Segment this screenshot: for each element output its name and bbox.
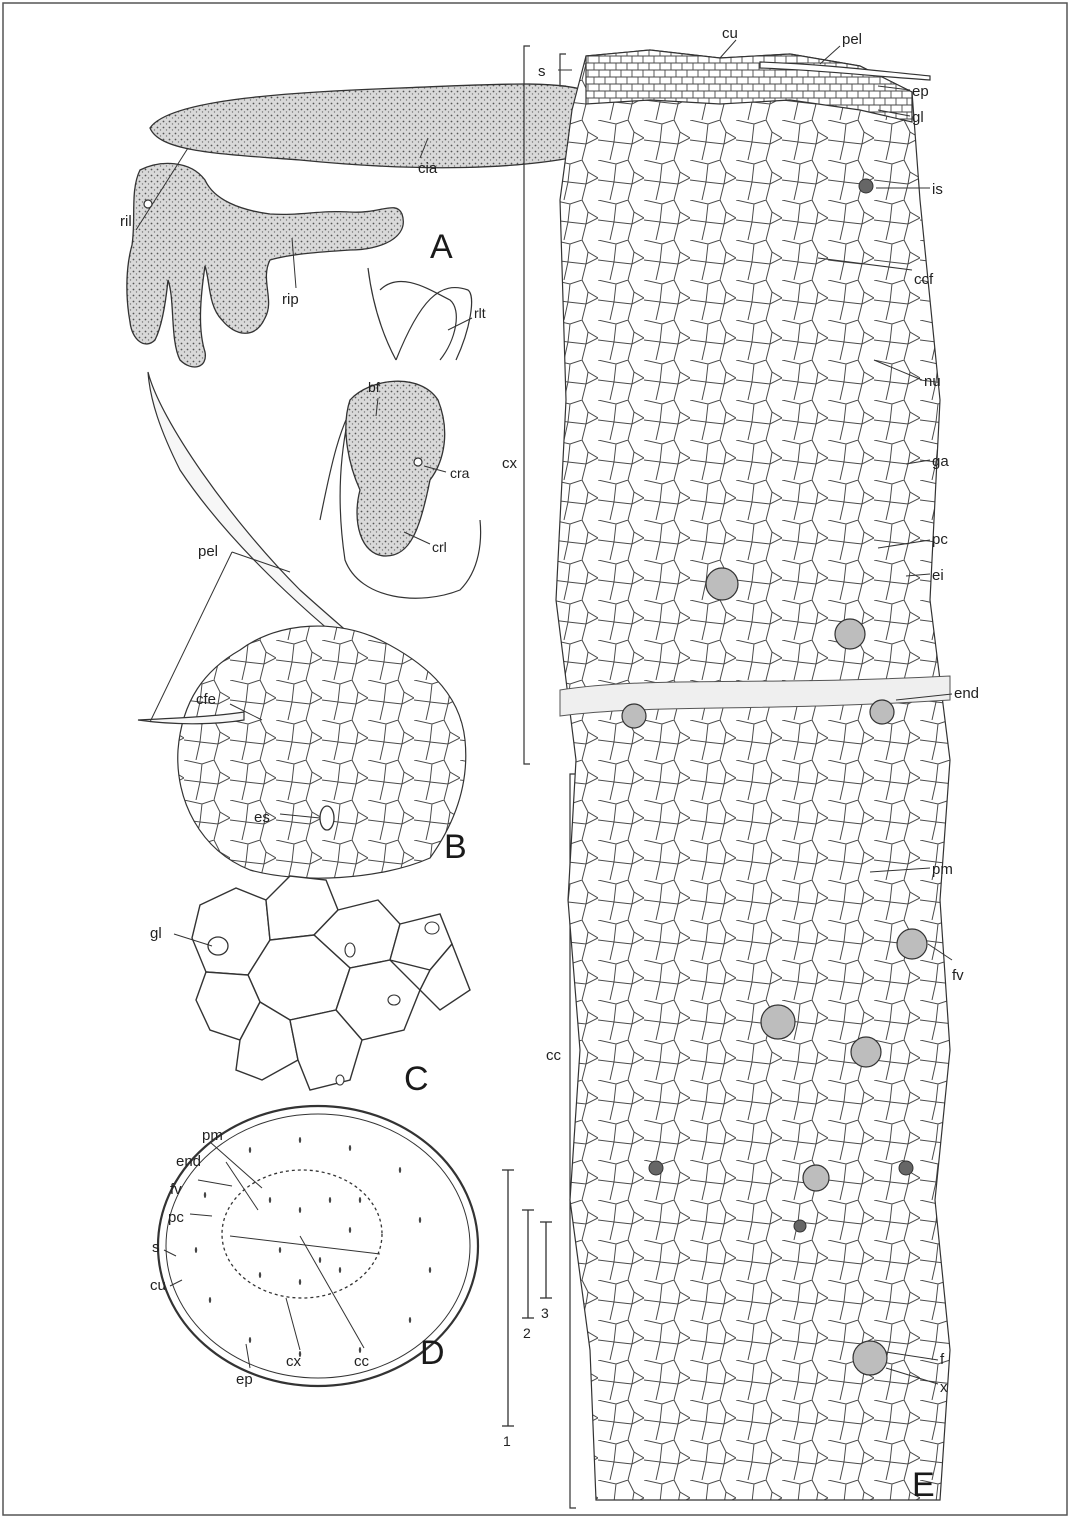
scale-bar-3-label: 3 <box>541 1305 549 1321</box>
label-es: es <box>254 809 270 826</box>
panel-letter-a: A <box>430 228 453 266</box>
label-cia: cia <box>418 160 438 177</box>
seedling-corm <box>346 381 445 556</box>
label-ei: ei <box>932 567 944 584</box>
panel-letter-c: C <box>404 1060 429 1098</box>
panel-c: gl C <box>150 876 470 1098</box>
label-cu-e: cu <box>722 25 738 42</box>
label-ga: ga <box>932 453 949 470</box>
panel-letter-d: D <box>420 1334 445 1372</box>
label-cx-d: cx <box>286 1353 302 1370</box>
label-ep-e: ep <box>912 83 929 100</box>
label-cc-d: cc <box>354 1353 370 1370</box>
label-cu-d: cu <box>150 1277 166 1294</box>
seedling-drawing: rlt bf cra crl <box>320 268 486 598</box>
panel-letter-b: B <box>444 828 467 866</box>
label-fv-e: fv <box>952 967 964 984</box>
panel-a: cia ril rip A <box>120 84 607 367</box>
scale-bar-1-label: 1 <box>503 1433 511 1449</box>
label-rlt: rlt <box>474 305 486 321</box>
label-pm-e: pm <box>932 861 953 878</box>
label-s-d: s <box>152 1239 160 1256</box>
label-cx-e: cx <box>502 455 518 472</box>
label-nu: nu <box>924 373 941 390</box>
label-cc-e: cc <box>546 1047 562 1064</box>
label-is: is <box>932 181 943 198</box>
panel-letter-e: E <box>912 1466 935 1504</box>
scale-bars <box>502 1170 552 1426</box>
label-pel-e: pel <box>842 31 862 48</box>
panel-d: pm end fv pc s cu ep cx cc D <box>150 1106 478 1388</box>
label-crl: crl <box>432 539 447 555</box>
label-end-e: end <box>954 685 979 702</box>
label-gl-e: gl <box>912 109 924 126</box>
label-pel-b: pel <box>198 543 218 560</box>
label-pm-d: pm <box>202 1127 223 1144</box>
label-bf: bf <box>368 379 380 395</box>
panel-e: cu pel s ep gl is ccf nu cx ga pc ei end… <box>502 25 979 1508</box>
label-fv-d: fv <box>170 1181 182 1198</box>
label-x: x <box>940 1379 948 1396</box>
label-cra: cra <box>450 465 470 481</box>
label-ccf: ccf <box>914 271 934 288</box>
hair-long <box>148 372 372 660</box>
label-cfe: cfe <box>196 691 216 708</box>
label-pc-e: pc <box>932 531 948 548</box>
scale-bar-2-label: 2 <box>523 1325 531 1341</box>
rhizome-branched <box>127 163 403 367</box>
epidermis-patch <box>178 626 466 878</box>
label-s-e: s <box>538 63 546 80</box>
label-gl-c: gl <box>150 925 162 942</box>
label-end-d: end <box>176 1153 201 1170</box>
label-ep-d: ep <box>236 1371 253 1388</box>
stoma <box>320 806 334 830</box>
label-pc-d: pc <box>168 1209 184 1226</box>
rhizome-upper <box>150 84 607 168</box>
label-ril: ril <box>120 213 132 230</box>
label-rip: rip <box>282 291 299 308</box>
